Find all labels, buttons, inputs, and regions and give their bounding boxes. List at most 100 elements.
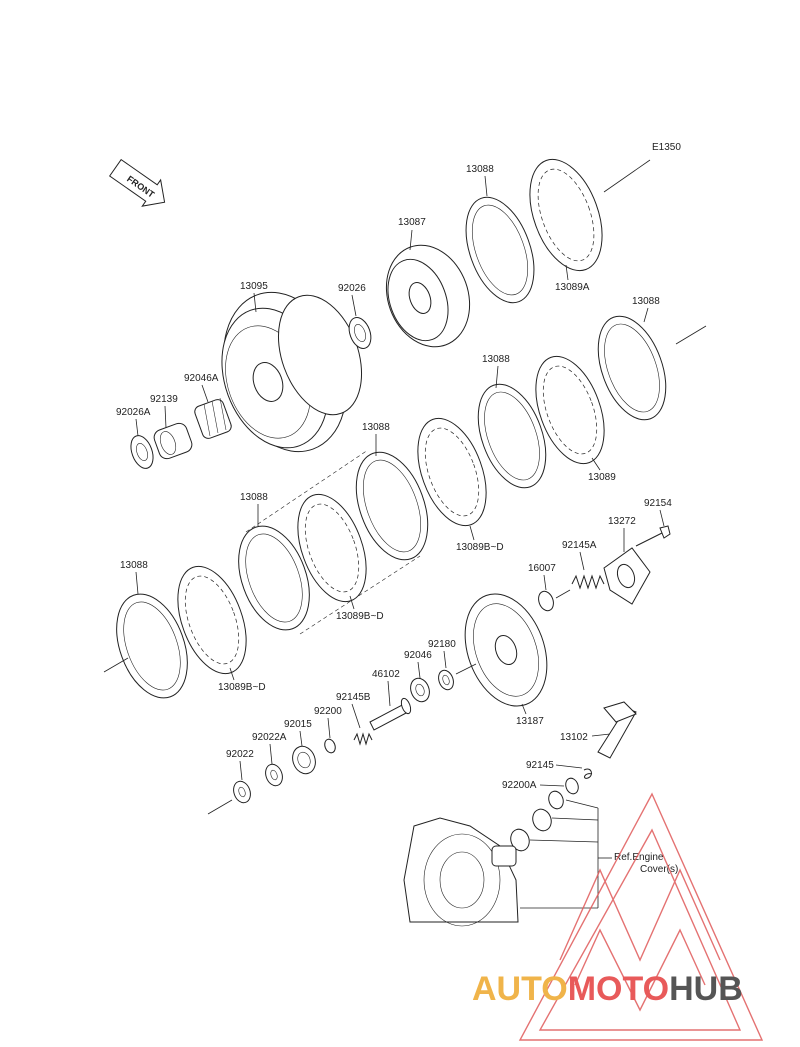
part-label: 92145 [526,760,554,771]
watermark-text: AUTOMOTOHUB [472,970,743,1008]
watermark-part3: HUB [669,970,743,1008]
leader-line [207,799,233,815]
leader-line [469,525,475,541]
spring-92145b [353,732,373,746]
leader-line [484,175,488,197]
part-label: 92026 [338,283,366,294]
leader-line [327,717,331,739]
part-label: 92200A [502,780,537,791]
spring-92145 [583,768,593,779]
part-label: 13089B~D [456,542,504,553]
leader-line [521,703,527,715]
part-label: 13088 [482,354,510,365]
part-label: 13102 [560,732,588,743]
clutch-hub-13087 [385,244,471,348]
circlip-16007 [538,590,554,612]
leader-line [351,294,357,317]
leader-line [495,365,499,389]
leader-line [103,657,129,673]
part-label: 92046A [184,373,219,384]
collar-92139 [153,422,193,460]
leader-line [555,764,583,769]
leader-line [351,703,361,729]
leader-line [269,743,273,765]
needle-bearing-92046a [194,397,232,439]
leader-line [443,650,447,669]
part-label: 92200 [314,706,342,717]
bearing-92015 [292,745,316,775]
part-label: 92145B [336,692,371,703]
pushrod-46102 [369,697,412,731]
part-label: 13095 [240,281,268,292]
steel-plate-13089 [535,355,605,465]
leader-line [387,680,391,707]
part-label: 13087 [398,217,426,228]
leader-line [135,571,139,595]
leader-line [551,817,599,821]
washer-92022 [233,780,251,804]
front-arrow-icon: FRONT [108,158,166,207]
leader-line [591,457,601,471]
friction-plate-far-left [116,593,188,699]
part-label: 13088 [632,296,660,307]
part-label: 92022 [226,749,254,760]
bearing-92046 [410,677,430,703]
ref-note-line1: Ref.Engine [614,852,664,863]
part-label: 13088 [466,164,494,175]
leader-line [555,589,571,599]
friction-plate-left [238,525,310,631]
washer-92026 [348,317,372,349]
watermark-part2: MOTO [568,970,669,1008]
friction-plate-middle [355,451,429,561]
clutch-housing-13095 [221,291,363,453]
leader-line [643,307,649,323]
leader-line [659,509,665,527]
steel-plate-13089b-d [417,417,487,527]
part-label: 46102 [372,669,400,680]
leader-line [409,229,413,251]
leader-line [164,405,167,429]
svg-text:AUTOMOTOHUB: AUTOMOTOHUB [472,970,743,1008]
part-label: 13272 [608,516,636,527]
leader-line [253,292,257,313]
part-label: 13088 [362,422,390,433]
leader-line [201,384,209,403]
part-label: 92015 [284,719,312,730]
friction-plate-center [477,383,547,489]
part-label: 92139 [150,394,178,405]
part-label: 13187 [516,716,544,727]
part-label: 92145A [562,540,597,551]
pressure-plate-13187 [464,593,548,707]
leader-line [565,799,599,809]
part-label: 13089B~D [336,611,384,622]
part-label: 13088 [240,492,268,503]
ref-note-line2: Cover(s) [640,864,678,875]
leader-line [543,574,547,591]
leader-line [349,595,355,610]
part-label: 92046 [404,650,432,661]
lifter-plate-13272 [603,547,651,605]
release-lever-13102 [597,701,637,759]
washer-92026a [130,435,154,469]
leader-line [417,661,421,679]
leader-line [579,551,585,571]
watermark-part1: AUTO [472,970,568,1008]
part-label: 92026A [116,407,151,418]
washer-92200a [565,777,579,795]
diagram-code: E1350 [652,142,681,153]
friction-plate-right [597,315,667,421]
part-label: 92154 [644,498,672,509]
part-label: 92022A [252,732,287,743]
washer-92180 [438,669,454,691]
part-label: 13089B~D [218,682,266,693]
part-label: 92180 [428,639,456,650]
spring-92145a [571,574,605,590]
leader-line [135,418,139,437]
part-label: 13088 [120,560,148,571]
leader-line [539,784,565,787]
leader-line [591,733,611,737]
leader-line [455,663,477,675]
leader-line [229,667,235,681]
part-label: 13089A [555,282,590,293]
